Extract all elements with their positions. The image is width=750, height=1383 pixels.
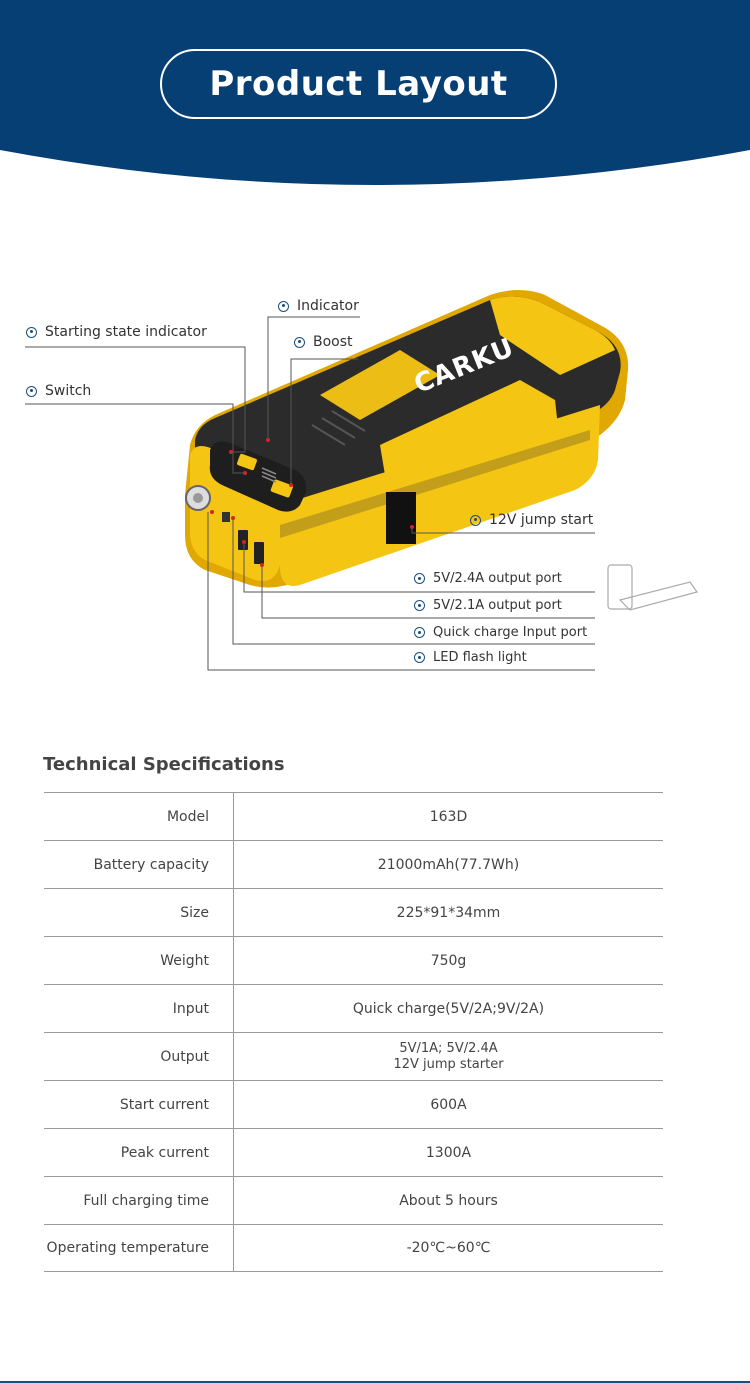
spec-label: Output (44, 1033, 234, 1080)
label-port-24: 5V/2.4A output port (414, 571, 562, 586)
table-row: Model 163D (44, 792, 663, 840)
spec-label: Input (44, 985, 234, 1032)
spec-label: Size (44, 889, 234, 936)
bullet-icon (414, 573, 425, 584)
spec-value: -20℃~60℃ (406, 1240, 491, 1256)
table-row: Operating temperature -20℃~60℃ (44, 1224, 663, 1272)
header-banner: Product Layout (0, 0, 750, 200)
specs-title: Technical Specifications (43, 754, 285, 775)
table-row: Weight 750g (44, 936, 663, 984)
table-row: Battery capacity 21000mAh(77.7Wh) (44, 840, 663, 888)
spec-label: Model (44, 793, 234, 840)
table-row: Size 225*91*34mm (44, 888, 663, 936)
spec-label: Weight (44, 937, 234, 984)
spec-label: Battery capacity (44, 841, 234, 888)
table-row: Input Quick charge(5V/2A;9V/2A) (44, 984, 663, 1032)
page-title-pill: Product Layout (160, 49, 557, 119)
label-port-21: 5V/2.1A output port (414, 598, 562, 613)
spec-value: 5V/1A; 5V/2.4A 12V jump starter (393, 1040, 504, 1072)
bullet-icon (26, 385, 37, 397)
bullet-icon (278, 300, 289, 312)
bullet-icon (414, 627, 425, 638)
label-indicator: Indicator (278, 298, 359, 314)
spec-value: 750g (430, 952, 467, 969)
label-starting-state-indicator: Starting state indicator (26, 324, 207, 340)
spec-value: Quick charge(5V/2A;9V/2A) (352, 1000, 545, 1017)
spec-label: Start current (44, 1081, 234, 1128)
spec-value: 163D (429, 808, 468, 825)
footer-divider (0, 1381, 750, 1383)
spec-label: Full charging time (44, 1177, 234, 1224)
bullet-icon (414, 652, 425, 663)
table-row: Start current 600A (44, 1080, 663, 1128)
bullet-icon (414, 600, 425, 611)
label-jump-start: 12V jump start (470, 512, 593, 528)
table-row: Output 5V/1A; 5V/2.4A 12V jump starter (44, 1032, 663, 1080)
label-switch: Switch (26, 383, 91, 399)
table-row: Peak current 1300A (44, 1128, 663, 1176)
label-quick-charge: Quick charge Input port (414, 625, 587, 640)
bullet-icon (26, 326, 37, 338)
bullet-icon (294, 336, 305, 348)
page-title: Product Layout (209, 64, 508, 104)
spec-value: 600A (430, 1096, 467, 1113)
spec-value: 225*91*34mm (396, 904, 501, 921)
table-row: Full charging time About 5 hours (44, 1176, 663, 1224)
jump-starter-illustration (25, 290, 698, 671)
spec-value: About 5 hours (399, 1192, 498, 1209)
label-boost: Boost (294, 334, 353, 350)
spec-value: 21000mAh(77.7Wh) (377, 856, 520, 873)
header-wave-background (0, 0, 750, 185)
spec-label: Operating temperature (44, 1225, 234, 1271)
label-led: LED flash light (414, 650, 527, 665)
specs-table: Model 163D Battery capacity 21000mAh(77.… (44, 792, 663, 1272)
spec-value: 1300A (425, 1144, 472, 1161)
bullet-icon (470, 514, 481, 526)
product-layout-diagram: CARKU Indicator Starting state indicator… (0, 280, 750, 700)
spec-label: Peak current (44, 1129, 234, 1176)
